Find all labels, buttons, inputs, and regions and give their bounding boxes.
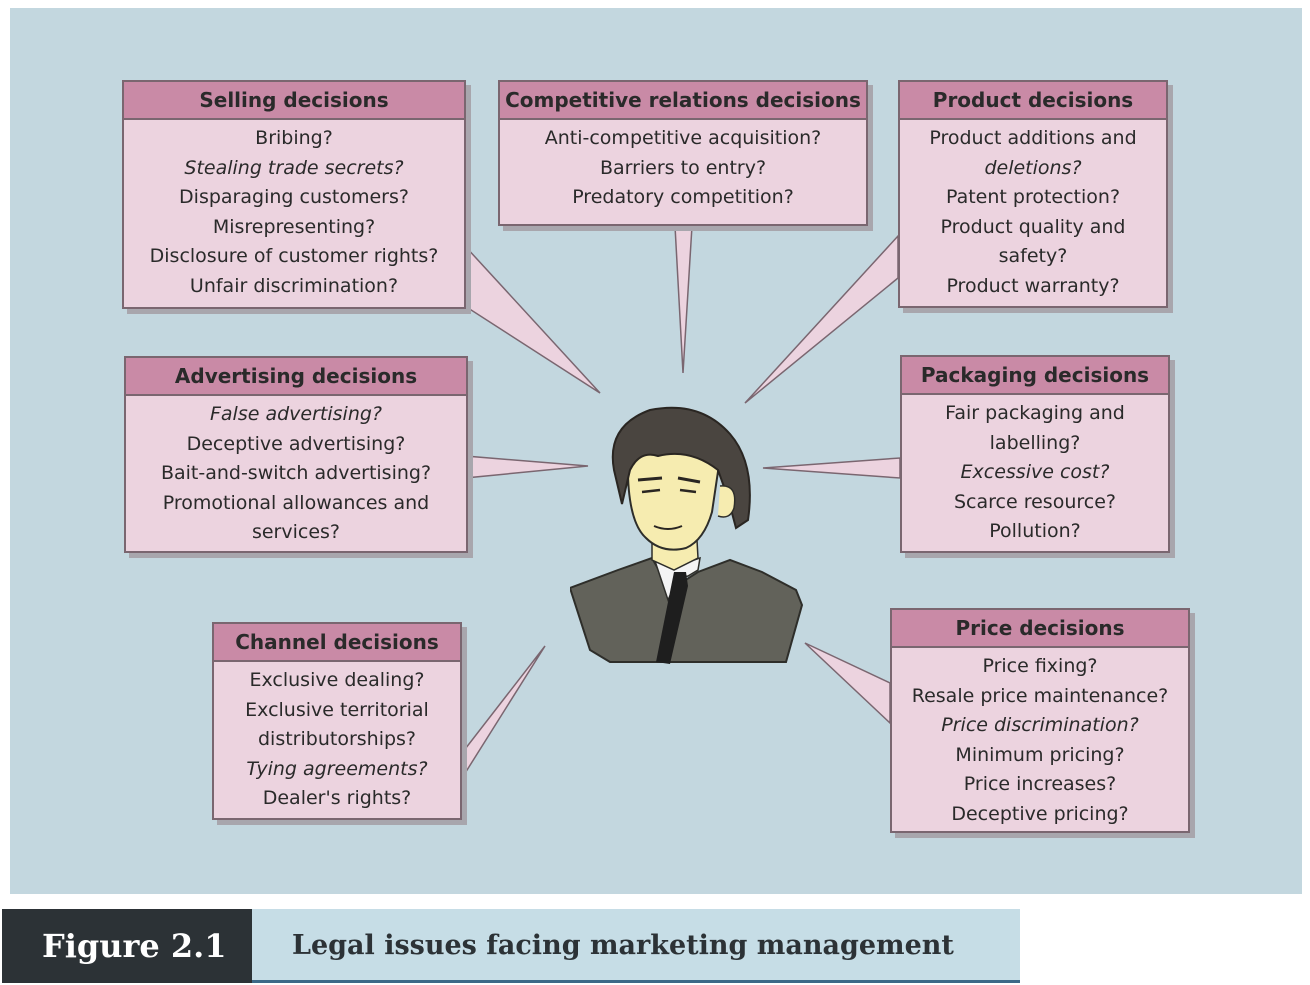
mouth	[653, 525, 683, 530]
list-item: Price increases?	[963, 773, 1117, 795]
competitive-relations-decisions-title: Competitive relations decisions	[500, 82, 866, 120]
hair	[611, 406, 751, 530]
competitive-relations-decisions-box: Competitive relations decisions Anti-com…	[498, 80, 868, 226]
figure-caption: Figure 2.1 Legal issues facing marketing…	[2, 909, 1020, 983]
product-decisions-box: Product decisions Product additions and …	[898, 80, 1168, 308]
list-item: Tying agreements?	[246, 757, 428, 780]
packaging-decisions-title: Packaging decisions	[902, 357, 1168, 395]
list-item: Price fixing?	[982, 655, 1098, 677]
list-item: Product additions and	[929, 127, 1137, 149]
list-item: Stealing trade secrets?	[184, 156, 404, 179]
list-item: Barriers to entry?	[599, 156, 767, 179]
list-item: safety?	[998, 245, 1068, 267]
list-item: Patent protection?	[945, 186, 1121, 208]
list-item: Disclosure of customer rights?	[149, 245, 439, 267]
spoke-channel	[461, 645, 546, 781]
list-item: Bribing?	[255, 127, 333, 149]
advertising-decisions-box: Advertising decisions False advertising?…	[124, 356, 468, 553]
eyebrow	[637, 476, 701, 484]
price-decisions-box: Price decisions Price fixing? Resale pri…	[890, 608, 1190, 833]
advertising-decisions-title: Advertising decisions	[126, 358, 466, 396]
diagram-canvas: Selling decisions Bribing? Stealing trad…	[10, 8, 1302, 894]
spoke-price	[804, 642, 891, 725]
list-item: Exclusive territorial	[245, 698, 429, 721]
spoke-competitive	[674, 225, 693, 374]
figure-title: Legal issues facing marketing management	[252, 909, 1020, 983]
selling-decisions-box: Selling decisions Bribing? Stealing trad…	[122, 80, 466, 309]
list-item: Excessive cost?	[960, 461, 1110, 483]
list-item: Deceptive pricing?	[951, 802, 1129, 825]
list-item: Minimum pricing?	[955, 743, 1125, 766]
list-item: False advertising?	[209, 403, 383, 425]
list-item: Product warranty?	[946, 274, 1120, 297]
channel-decisions-title: Channel decisions	[214, 624, 460, 662]
ear	[717, 485, 736, 518]
list-item: Unfair discrimination?	[189, 274, 399, 297]
list-item: Resale price maintenance?	[911, 684, 1169, 707]
list-item: Bait-and-switch advertising?	[160, 462, 432, 484]
eyes	[641, 488, 697, 494]
list-item: Price discrimination?	[941, 714, 1139, 736]
list-item: Disparaging customers?	[179, 186, 409, 208]
necktie	[656, 572, 688, 664]
product-decisions-title: Product decisions	[900, 82, 1166, 120]
list-item: Deceptive advertising?	[186, 432, 406, 455]
packaging-decisions-box: Packaging decisions Fair packaging and l…	[900, 355, 1170, 553]
selling-decisions-title: Selling decisions	[124, 82, 464, 120]
businessman-illustration	[570, 406, 804, 664]
list-item: services?	[251, 521, 341, 543]
figure-number: Figure 2.1	[2, 909, 252, 983]
list-item: Exclusive dealing?	[249, 669, 425, 691]
list-item: Predatory competition?	[572, 186, 794, 208]
list-item: distributorships?	[257, 728, 417, 750]
spoke-selling	[464, 243, 601, 394]
list-item: labelling?	[989, 431, 1081, 454]
channel-decisions-box: Channel decisions Exclusive dealing? Exc…	[212, 622, 462, 820]
list-item: Anti-competitive acquisition?	[544, 127, 822, 149]
spoke-product	[744, 234, 899, 404]
list-item: Product quality and	[940, 215, 1126, 238]
list-item: Scarce resource?	[954, 490, 1116, 513]
list-item: Promotional allowances and	[162, 491, 430, 514]
list-item: Misrepresenting?	[212, 215, 376, 238]
list-item: Fair packaging and	[945, 402, 1125, 424]
list-item: Dealer's rights?	[262, 787, 412, 809]
price-decisions-title: Price decisions	[892, 610, 1188, 648]
list-item: Pollution?	[989, 520, 1081, 542]
list-item: deletions?	[984, 156, 1082, 179]
